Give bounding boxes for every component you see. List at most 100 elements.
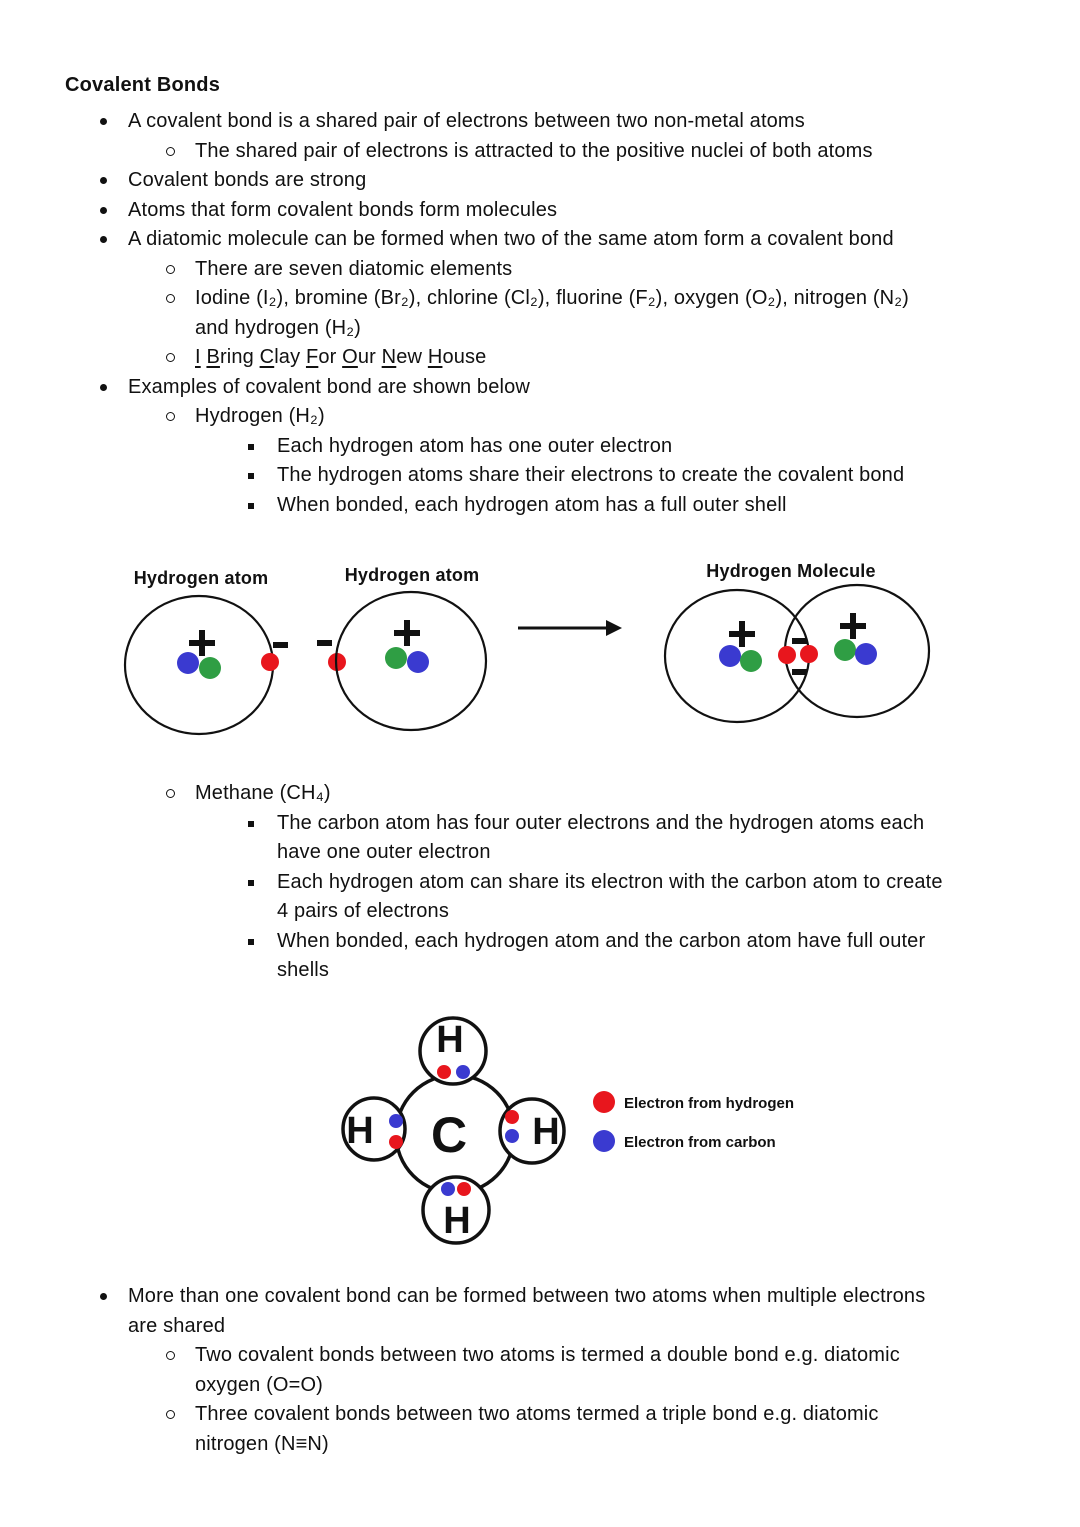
list-item-text: Three covalent bonds between two atoms t… xyxy=(195,1403,879,1455)
plus-sign xyxy=(189,630,215,656)
list-item: Atoms that form covalent bonds form mole… xyxy=(100,196,1015,226)
diagram-legend: Electron from hydrogen Electron from car… xyxy=(593,1091,794,1152)
list-item-text: The shared pair of electrons is attracte… xyxy=(195,139,873,162)
list-item-text: Methane (CH₄) xyxy=(195,782,331,804)
list-item: Each hydrogen atom has one outer electro… xyxy=(248,432,1015,462)
list-item-text: Each hydrogen atom can share its electro… xyxy=(277,870,943,923)
list-item: Hydrogen (H₂) xyxy=(166,402,1015,432)
notes-list-top: A covalent bond is a shared pair of elec… xyxy=(0,107,1015,520)
minus-sign xyxy=(792,638,807,644)
list-item-text: Each hydrogen atom has one outer electro… xyxy=(277,434,673,457)
list-item-text: Covalent bonds are strong xyxy=(128,169,367,191)
list-item-text: There are seven diatomic elements xyxy=(195,257,513,280)
hydrogen-atom-label-mid: Hydrogen atom xyxy=(345,565,480,585)
hydrogen-letter-bottom: H xyxy=(443,1200,470,1242)
bullet-marker xyxy=(166,1410,175,1419)
legend-label-carbon-electron: Electron from carbon xyxy=(624,1134,776,1151)
hydrogen-electron-dot xyxy=(437,1065,451,1079)
list-item-text: Hydrogen (H₂) xyxy=(195,405,325,427)
list-item: Three covalent bonds between two atoms t… xyxy=(166,1400,1015,1459)
plus-sign xyxy=(840,613,866,639)
list-item-text: Atoms that form covalent bonds form mole… xyxy=(128,198,558,221)
list-item-text: I Bring Clay For Our New House xyxy=(195,346,487,368)
bullet-marker xyxy=(166,146,175,156)
hydrogen-letter-right: H xyxy=(532,1111,559,1153)
carbon-letter: C xyxy=(431,1107,467,1163)
legend-blue-dot xyxy=(593,1130,615,1152)
list-item-text: Iodine (I₂), bromine (Br₂), chlorine (Cl… xyxy=(195,287,909,339)
nucleus-blue-dot xyxy=(855,643,877,665)
list-item: The hydrogen atoms share their electrons… xyxy=(248,461,1015,491)
list-item: A diatomic molecule can be formed when t… xyxy=(100,225,1015,255)
notes-list-methane: Methane (CH₄) The carbon atom has four ou… xyxy=(0,779,1015,986)
list-item-text: Two covalent bonds between two atoms is … xyxy=(195,1344,900,1396)
hydrogen-shell-circle-bottom xyxy=(421,1175,491,1245)
bullet-marker xyxy=(248,443,254,450)
list-item: A covalent bond is a shared pair of elec… xyxy=(100,107,1015,137)
bullet-marker xyxy=(166,789,175,798)
list-item-text: When bonded, each hydrogen atom and the … xyxy=(277,929,926,982)
list-item-text: The carbon atom has four outer electrons… xyxy=(277,811,925,864)
bullet-marker xyxy=(166,353,175,362)
carbon-electron-dot xyxy=(389,1114,403,1128)
legend-red-dot xyxy=(593,1091,615,1113)
plus-sign xyxy=(729,621,755,647)
bullet-marker xyxy=(100,236,107,243)
bullet-marker xyxy=(100,206,107,214)
hydrogen-atom-label-left: Hydrogen atom xyxy=(134,568,269,588)
list-item-text: The hydrogen atoms share their electrons… xyxy=(277,464,905,486)
list-item: Each hydrogen atom can share its electro… xyxy=(248,868,1015,927)
bullet-marker xyxy=(248,473,254,479)
notes-list-bottom: More than one covalent bond can be forme… xyxy=(0,1282,1015,1459)
list-item-text: Examples of covalent bond are shown belo… xyxy=(128,375,530,398)
bullet-marker xyxy=(248,879,254,886)
legend-label-hydrogen-electron: Electron from hydrogen xyxy=(624,1095,794,1112)
bullet-marker xyxy=(248,938,254,945)
list-item: The carbon atom has four outer electrons… xyxy=(248,809,1015,868)
bullet-marker xyxy=(100,177,107,184)
list-item: When bonded, each hydrogen atom and the … xyxy=(248,927,1015,986)
nucleus-green-dot xyxy=(385,647,407,669)
hydrogen-letter-top: H xyxy=(436,1019,463,1061)
list-item-text: A covalent bond is a shared pair of elec… xyxy=(128,110,805,132)
nucleus-blue-dot xyxy=(407,651,429,673)
list-item: Covalent bonds are strong xyxy=(100,166,1015,196)
bullet-marker xyxy=(248,820,254,827)
nucleus-green-dot xyxy=(834,639,856,661)
nucleus-green-dot xyxy=(199,657,221,679)
list-item: Examples of covalent bond are shown belo… xyxy=(100,373,1015,403)
list-item: Iodine (I₂), bromine (Br₂), chlorine (Cl… xyxy=(166,284,1015,343)
nucleus-blue-dot xyxy=(177,652,199,674)
electron-red-dot xyxy=(261,653,279,671)
nucleus-blue-dot xyxy=(719,645,741,667)
list-item-text: When bonded, each hydrogen atom has a fu… xyxy=(277,493,787,516)
carbon-electron-dot xyxy=(505,1129,519,1143)
hydrogen-shell-circle-top xyxy=(418,1016,488,1086)
minus-sign xyxy=(273,642,288,648)
reaction-arrow-icon xyxy=(518,620,622,636)
list-item: Methane (CH₄) xyxy=(166,779,1015,809)
list-item: There are seven diatomic elements xyxy=(166,255,1015,285)
carbon-electron-dot xyxy=(456,1065,470,1079)
bullet-marker xyxy=(166,1351,175,1360)
nucleus-green-dot xyxy=(740,650,762,672)
list-item-text: More than one covalent bond can be forme… xyxy=(128,1285,926,1337)
bullet-marker xyxy=(100,1293,107,1300)
plus-sign xyxy=(394,620,420,646)
carbon-electron-dot xyxy=(441,1182,455,1196)
list-item-text: A diatomic molecule can be formed when t… xyxy=(128,228,894,250)
methane-molecule-diagram: H H C H H Electron from hydrogen Electro… xyxy=(341,1016,794,1245)
hydrogen-electron-dot xyxy=(389,1135,403,1149)
hydrogen-electron-dot xyxy=(505,1110,519,1124)
shared-electron-red-dot xyxy=(778,646,796,664)
shared-electron-red-dot xyxy=(800,645,818,663)
bullet-marker xyxy=(166,412,175,421)
minus-sign xyxy=(792,669,807,675)
hydrogen-electron-dot xyxy=(457,1182,471,1196)
hydrogen-letter-left: H xyxy=(346,1110,373,1152)
atom1-shell-circle xyxy=(123,594,275,736)
page-title: Covalent Bonds xyxy=(65,74,221,97)
bullet-marker xyxy=(100,118,107,125)
bullet-marker xyxy=(248,502,254,509)
